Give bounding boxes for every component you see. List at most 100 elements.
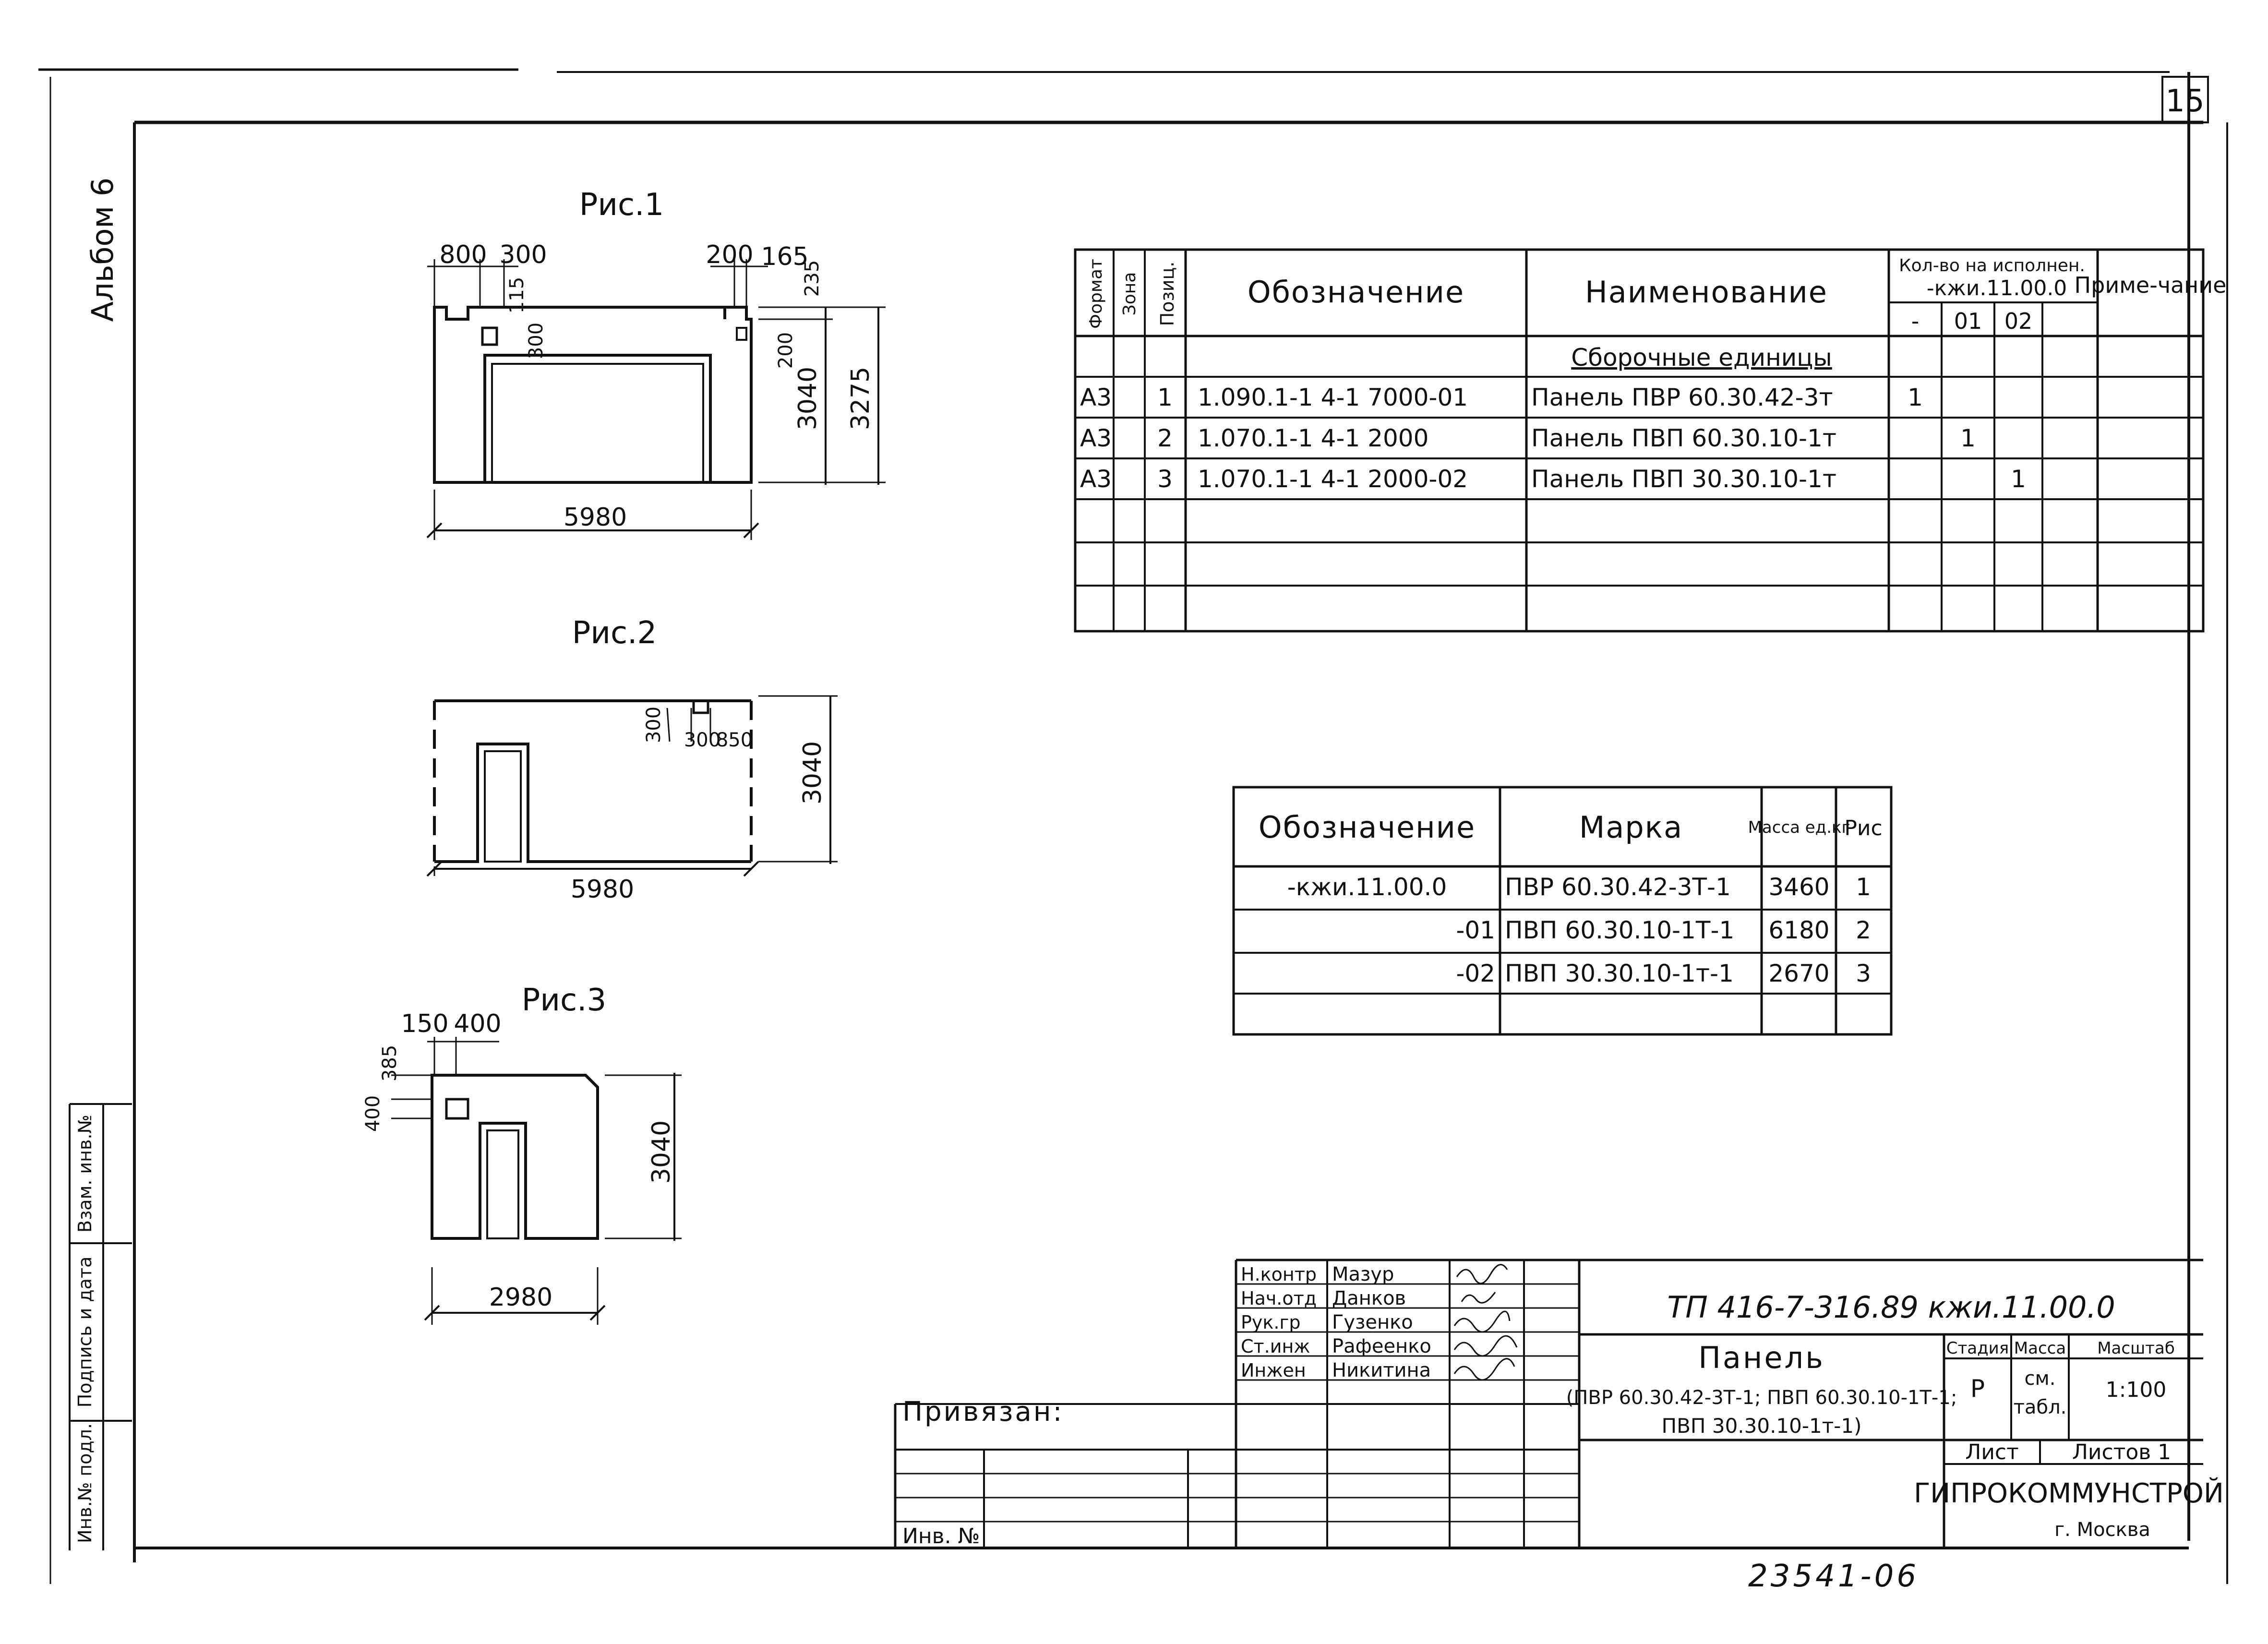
- spec-row-1-format: А3: [1080, 384, 1112, 411]
- organization-name: ГИПРОКОММУНСТРОЙ: [1914, 1477, 2224, 1509]
- signer-name-3: Гузенко: [1332, 1311, 1413, 1333]
- mass-header-designation: Обозначение: [1259, 810, 1476, 845]
- document-title: Панель: [1698, 1340, 1824, 1375]
- organization-city: г. Москва: [2054, 1519, 2150, 1541]
- spec-header-qty: Кол-во на исполнен.: [1899, 256, 2085, 276]
- spec-header-qty-col-2: 02: [2004, 308, 2033, 334]
- spec-row-3-designation: 1.070.1-1 4-1 2000-02: [1198, 465, 1468, 493]
- signer-name-2: Данков: [1332, 1287, 1406, 1309]
- fig1-dim-3275: 3275: [846, 367, 875, 430]
- spec-header-name: Наименование: [1585, 275, 1828, 310]
- signatures: [1453, 1264, 1518, 1381]
- figure-3: Рис.3 150 400 385 400 3040 2980: [362, 983, 682, 1325]
- mass-row-1-mass: 3460: [1768, 873, 1829, 901]
- signer-name-1: Мазур: [1332, 1263, 1394, 1285]
- spec-row-3-name: Панель ПВП 30.30.10-1т: [1531, 465, 1836, 493]
- mass-row-2-designation: -01: [1456, 916, 1495, 944]
- document-subtitle-2: ПВП 30.30.10-1т-1): [1662, 1414, 1862, 1438]
- fig1-dim-300b: 300: [525, 323, 547, 359]
- mass-header-fig: Рис: [1844, 816, 1882, 840]
- fig1-dim-235: 235: [801, 260, 823, 297]
- mass-row-3-mark: ПВП 30.30.10-1т-1: [1505, 960, 1734, 987]
- sheet-number: 15: [2165, 84, 2204, 119]
- fig1-dim-800: 800: [439, 240, 487, 269]
- fig3-dim-400b: 400: [362, 1095, 384, 1132]
- mass-row-1-designation: -кжи.11.00.0: [1287, 873, 1447, 901]
- side-binding-strip: Инв.№ подл. Подпись и дата Взам. инв.№: [69, 1103, 132, 1550]
- spec-row-2-designation: 1.070.1-1 4-1 2000: [1198, 424, 1428, 452]
- spec-header-note: Приме-чание: [2075, 272, 2227, 298]
- spec-section-title: Сборочные единицы: [1571, 344, 1832, 372]
- signer-role-3: Рук.гр: [1241, 1312, 1301, 1333]
- signer-role-2: Нач.отд: [1241, 1288, 1317, 1309]
- mass-header-mass: Масса ед.кг: [1748, 818, 1850, 837]
- fig3-dim-400: 400: [454, 1009, 501, 1038]
- bound-label: Привязан:: [902, 1396, 1064, 1428]
- figure-1-caption: Рис.1: [579, 187, 664, 223]
- fig2-dim-3040: 3040: [798, 741, 827, 804]
- spec-header-format: Формат: [1086, 259, 1106, 329]
- sheet-frame: 15 Альбом 6: [38, 68, 2228, 1584]
- spec-row-2-qty-1: 1: [1960, 424, 1976, 452]
- spec-header-designation: Обозначение: [1248, 275, 1464, 310]
- spec-row-3-format: А3: [1080, 465, 1112, 493]
- spec-row-2-name: Панель ПВП 60.30.10-1т: [1531, 424, 1836, 452]
- side-label-sign: Подпись и дата: [74, 1257, 96, 1408]
- document-code: ТП 416-7-316.89 кжи.11.00.0: [1667, 1290, 2115, 1325]
- fig3-dim-150: 150: [401, 1009, 448, 1038]
- side-label-replace: Взам. инв.№: [74, 1115, 96, 1233]
- mass-label: Масса: [2014, 1339, 2066, 1358]
- mass-table: Обозначение Марка Масса ед.кг Рис -кжи.1…: [1232, 786, 1893, 1036]
- sheets-label: Листов 1: [2072, 1440, 2171, 1464]
- spec-row-1-designation: 1.090.1-1 4-1 7000-01: [1198, 384, 1468, 411]
- spec-table: Формат Зона Позиц. Обозначение Наименова…: [1074, 248, 2227, 633]
- fig2-dim-width: 5980: [571, 875, 634, 904]
- spec-header-qty-col-1: 01: [1954, 308, 1982, 334]
- sheet-number-box: [2161, 76, 2209, 123]
- fig1-dim-200: 200: [706, 240, 753, 269]
- fig3-dim-width: 2980: [489, 1283, 552, 1312]
- spec-row-3-pos: 3: [1157, 465, 1173, 493]
- fig1-dim-200b: 200: [775, 332, 797, 369]
- side-label-inv: Инв.№ подл.: [74, 1423, 96, 1543]
- fig1-dim-3040: 3040: [793, 367, 822, 430]
- scale-label: Масштаб: [2097, 1339, 2175, 1358]
- spec-header-zone: Зона: [1120, 272, 1140, 316]
- fig2-dim-300: 300: [643, 707, 665, 743]
- fig2-dim-300b: 300: [684, 729, 720, 751]
- fig1-dim-115: 115: [506, 277, 528, 313]
- mass-row-1-mark: ПВР 60.30.42-3Т-1: [1505, 873, 1731, 901]
- mass-row-3-fig: 3: [1856, 960, 1871, 987]
- mass-value-1: см.: [2025, 1368, 2056, 1390]
- figure-1: Рис.1 5980 800 300 115 300 200 165 235 2…: [426, 187, 886, 540]
- mass-header-mark: Марка: [1579, 810, 1683, 845]
- mass-row-1-fig: 1: [1856, 873, 1871, 901]
- title-block: Привязан: Инв. № Н.контр Мазур Нач.отд Д…: [894, 1259, 2224, 1548]
- album-label: Альбом 6: [85, 178, 120, 322]
- scale-value: 1:100: [2106, 1378, 2167, 1402]
- stage-value: Р: [1970, 1375, 1985, 1403]
- signer-role-5: Инжен: [1241, 1360, 1306, 1381]
- spec-row-1-qty-0: 1: [1908, 384, 1923, 411]
- mass-row-2-mass: 6180: [1768, 916, 1829, 944]
- fig1-dim-width: 5980: [564, 503, 627, 532]
- spec-header-qty-code: -кжи.11.00.0: [1927, 276, 2067, 300]
- signer-name-5: Никитина: [1332, 1359, 1431, 1381]
- spec-row-2-format: А3: [1080, 424, 1112, 452]
- spec-header-pos: Позиц.: [1157, 262, 1178, 326]
- spec-row-1-name: Панель ПВР 60.30.42-3т: [1531, 384, 1833, 411]
- fig3-dim-385: 385: [379, 1045, 401, 1081]
- mass-row-3-mass: 2670: [1768, 960, 1829, 987]
- fig1-dim-165: 165: [761, 242, 808, 271]
- document-subtitle-1: (ПВР 60.30.42-3Т-1; ПВП 60.30.10-1Т-1;: [1566, 1387, 1957, 1409]
- fig3-dim-3040: 3040: [647, 1120, 676, 1184]
- spec-header-qty-col-0: -: [1911, 308, 1920, 334]
- mass-row-2-mark: ПВП 60.30.10-1Т-1: [1505, 916, 1734, 944]
- inv-label: Инв. №: [902, 1524, 980, 1548]
- mass-row-2-fig: 2: [1856, 916, 1871, 944]
- signer-role-1: Н.контр: [1241, 1264, 1317, 1285]
- spec-row-3-qty-2: 1: [2011, 465, 2026, 493]
- stamp-number: 23541-06: [1748, 1559, 1919, 1594]
